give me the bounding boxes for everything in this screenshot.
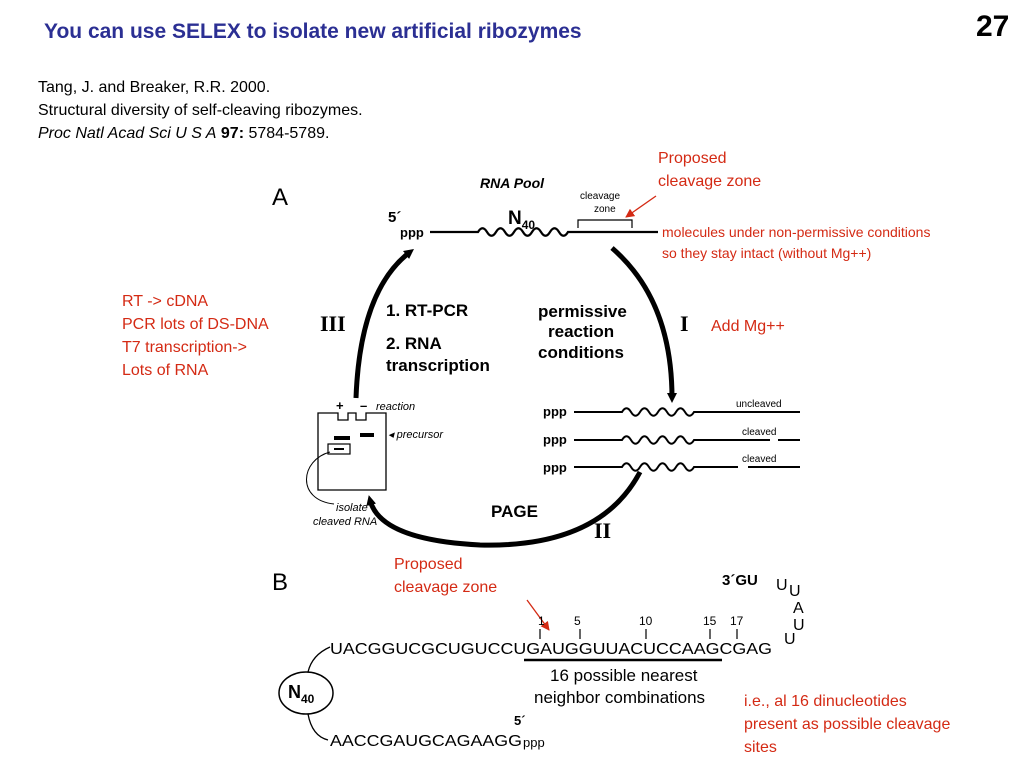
slide-title: You can use SELEX to isolate new artific… (44, 20, 582, 43)
cleaved-strand-2 (574, 462, 800, 472)
rt-line1: RT -> cDNA (122, 293, 209, 310)
ie-line1: i.e., al 16 dinucleotides (744, 693, 907, 710)
citation-journal: Proc Natl Acad Sci U S A (38, 125, 217, 142)
cleavage-pointer-arrow-b (526, 599, 550, 631)
citation: Tang, J. and Breaker, R.R. 2000. Structu… (38, 76, 363, 145)
uncleaved-strand (574, 407, 800, 417)
cycle-arrow-permissive (610, 246, 677, 403)
rt-line3: T7 transcription-> (122, 339, 247, 356)
proposed-a-line1: Proposed (658, 150, 727, 167)
molecules-line1: molecules under non-permissive condition… (662, 224, 931, 240)
n40-circle-label: N40 (288, 682, 315, 706)
b-five-prime-label: 5´ (514, 713, 526, 728)
cleaved-strand-1 (574, 435, 800, 445)
loop-u3: U (793, 617, 805, 634)
panel-a-label: A (272, 184, 288, 211)
reaction-lane-label: reaction (376, 401, 415, 413)
ppp-label: ppp (400, 225, 424, 240)
position-15: 15 (703, 614, 717, 628)
cycle-arrow-page (366, 470, 643, 548)
ppp-product-2: ppp (543, 432, 567, 447)
roman-two: II (594, 518, 611, 543)
citation-pages: 5784-5789. (248, 125, 330, 142)
molecules-note: molecules under non-permissive condition… (662, 222, 930, 264)
gel-plus: + (336, 398, 344, 413)
rna-pool-label: RNA Pool (480, 175, 545, 191)
citation-source: Proc Natl Acad Sci U S A 97: 5784-5789. (38, 122, 363, 145)
cleaved-label-2: cleaved (742, 454, 776, 465)
ppp-product-3: ppp (543, 460, 567, 475)
precursor-label: ◂ precursor (388, 429, 444, 441)
page-label: PAGE (491, 502, 538, 521)
cleaved-label-1: cleaved (742, 427, 776, 438)
rna-pool-strand (430, 227, 658, 237)
conditions-label: conditions (538, 343, 624, 362)
step-rna: 2. RNA (386, 334, 442, 353)
position-ticks (539, 629, 738, 639)
proposed-a-line2: cleavage zone (658, 173, 762, 190)
position-17: 17 (730, 614, 744, 628)
loop-u1: U (776, 577, 788, 594)
top-strand-sequence: UACGGUCGCUGUCCUGAUGGUUACUCCAAGCGAG (330, 641, 772, 658)
position-5: 5 (574, 614, 581, 628)
reaction-label: reaction (548, 322, 614, 341)
rt-line2: PCR lots of DS-DNA (122, 316, 269, 333)
proposed-b-line2: cleavage zone (394, 579, 498, 596)
molecules-line2: so they stay intact (without Mg++) (662, 245, 872, 261)
position-1: 1 (538, 614, 545, 628)
loop-u4: U (784, 631, 796, 648)
loop-u2: U (789, 583, 801, 600)
isolate-label: isolate (336, 502, 368, 514)
n40-label: N40 (508, 208, 535, 232)
add-mg-note: Add Mg++ (711, 318, 785, 335)
roman-three: III (320, 311, 346, 336)
proposed-cleavage-note-b: Proposed cleavage zone (394, 553, 497, 599)
step-rt-pcr: 1. RT-PCR (386, 301, 468, 320)
bottom-ppp-label: ppp (523, 735, 545, 750)
uncleaved-label: uncleaved (736, 399, 782, 410)
cleavage-zone-label-1: cleavage (580, 191, 620, 202)
gel-minus: – (360, 398, 367, 413)
loop-a: A (793, 600, 804, 617)
ie-line2: present as possible cleavage (744, 716, 951, 733)
nearest-label-2: neighbor combinations (534, 688, 705, 707)
roman-one: I (680, 311, 689, 336)
nearest-label-1: 16 possible nearest (550, 666, 698, 685)
position-10: 10 (639, 614, 653, 628)
citation-authors: Tang, J. and Breaker, R.R. 2000. (38, 79, 271, 96)
cleavage-zone-bracket (577, 219, 633, 228)
ppp-product-1: ppp (543, 404, 567, 419)
gel-illustration (306, 412, 387, 505)
cleaved-rna-label: cleaved RNA (313, 516, 377, 528)
cleavage-zone-label-2: zone (594, 204, 616, 215)
rt-pcr-note: RT -> cDNA PCR lots of DS-DNA T7 transcr… (122, 290, 269, 382)
bottom-strand-sequence: AACCGAUGCAGAAGG (330, 733, 522, 750)
five-prime-label: 5´ (388, 209, 401, 226)
citation-title: Structural diversity of self-cleaving ri… (38, 102, 363, 119)
ie-line3: sites (744, 739, 777, 756)
cleavage-pointer-arrow-a (625, 195, 657, 218)
permissive-label: permissive (538, 302, 627, 321)
step-transcription: transcription (386, 356, 490, 375)
proposed-b-line1: Proposed (394, 556, 463, 573)
cycle-arrow-rtpcr (353, 248, 414, 399)
proposed-cleavage-note-a: Proposed cleavage zone (658, 147, 761, 193)
rt-line4: Lots of RNA (122, 362, 209, 379)
n40-link-bottom (307, 713, 329, 741)
three-prime-label: 3´GU (722, 572, 758, 589)
n40-circle (278, 671, 334, 715)
panel-b-label: B (272, 569, 288, 596)
slide-number: 27 (976, 10, 1010, 43)
citation-volume: 97: (220, 125, 245, 142)
n40-link-top (307, 646, 331, 673)
dinucleotides-note: i.e., al 16 dinucleotides present as pos… (744, 690, 950, 759)
